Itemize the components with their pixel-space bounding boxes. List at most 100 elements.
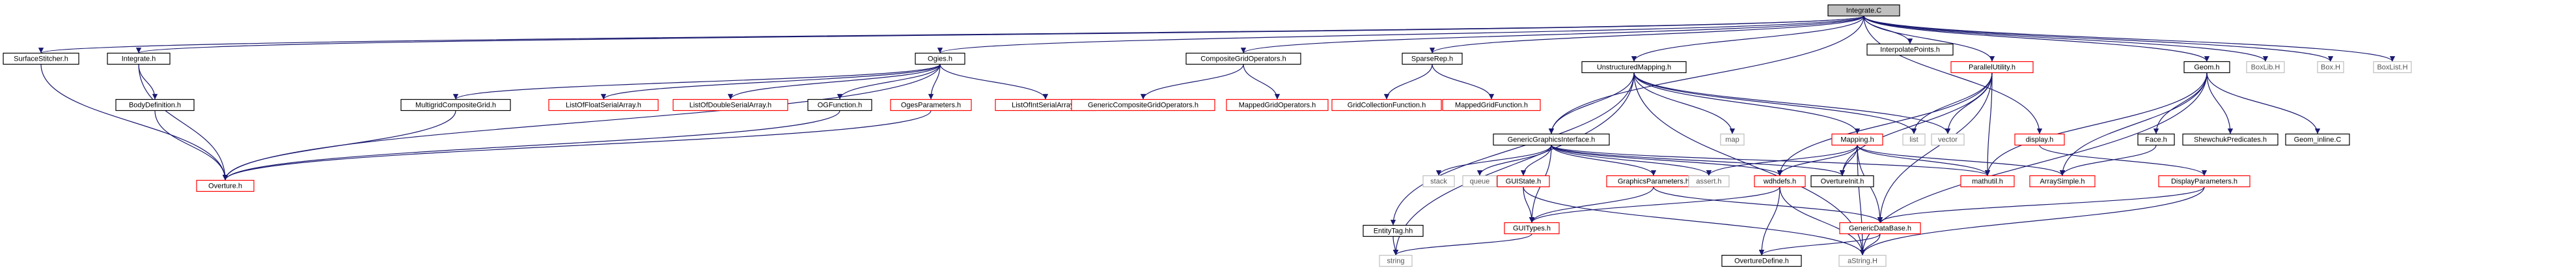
node-mappedgridoperators-h[interactable]: MappedGridOperators.h bbox=[1226, 98, 1329, 112]
node-label: mathutil.h bbox=[1972, 178, 2003, 186]
node-label: OvertureDefine.h bbox=[1734, 258, 1789, 265]
node-box-h[interactable]: Box.H bbox=[2317, 61, 2344, 74]
node-box bbox=[2014, 133, 2065, 146]
node-overturedefine-h[interactable]: OvertureDefine.h bbox=[1721, 254, 1802, 267]
node-genericdatabase-h[interactable]: GenericDataBase.h bbox=[1839, 222, 1921, 235]
node-label: stack bbox=[1430, 178, 1447, 186]
edge-GenericGraphicsInterface.h-to-stack bbox=[1435, 145, 1552, 176]
node-label: SurfaceStitcher.h bbox=[14, 55, 68, 63]
node-multigridcompositegrid-h[interactable]: MultigridCompositeGrid.h bbox=[400, 98, 511, 112]
edge-Integrate.C-to-GenericGraphicsInterface.h bbox=[1548, 16, 1864, 134]
node-mathutil-h[interactable]: mathutil.h bbox=[1960, 175, 2015, 188]
node-label: SparseRep.h bbox=[1411, 55, 1453, 63]
edge-Integrate.C-to-Geom.h bbox=[1863, 16, 2210, 62]
node-genericgraphicsinterface-h[interactable]: GenericGraphicsInterface.h bbox=[1493, 133, 1610, 146]
node-boxlib-h[interactable]: BoxLib.H bbox=[2246, 61, 2285, 74]
node-label: ParallelUtility.h bbox=[1969, 64, 2015, 72]
node-shewchukpredicates-h[interactable]: ShewchukPredicates.h bbox=[2182, 133, 2278, 146]
node-bodydefinition-h[interactable]: BodyDefinition.h bbox=[115, 98, 195, 112]
node-label: GenericDataBase.h bbox=[1849, 225, 1911, 233]
edge-ParallelUtility.h-to-list bbox=[1911, 72, 1993, 134]
node-box bbox=[2182, 133, 2278, 146]
node-label: GenericCompositeGridOperators.h bbox=[1088, 102, 1198, 110]
node-listoffloatserialarray-h[interactable]: ListOfFloatSerialArray.h bbox=[548, 98, 659, 112]
edge-GraphicsParameters.h-to-GUITypes.h bbox=[1529, 186, 1654, 223]
node-stack[interactable]: stack bbox=[1422, 175, 1455, 188]
node-entitytag-hh[interactable]: EntityTag.hh bbox=[1363, 224, 1424, 237]
node-label: MappedGridFunction.h bbox=[1455, 102, 1528, 110]
edge-MultigridCompositeGrid.h-to-Overture.h bbox=[222, 110, 456, 181]
node-geom-h[interactable]: Geom.h bbox=[2183, 61, 2230, 74]
node-graphicsparameters-h[interactable]: GraphicsParameters.h bbox=[1606, 175, 1701, 188]
node-ogfunction-h[interactable]: OGFunction.h bbox=[807, 98, 872, 112]
node-queue[interactable]: queue bbox=[1462, 175, 1497, 188]
node-label: ArraySimple.h bbox=[2040, 178, 2084, 186]
edge-UnstructuredMapping.h-to-GenericGraphicsInterface.h bbox=[1548, 72, 1635, 134]
node-ogesparameters-h[interactable]: OgesParameters.h bbox=[890, 98, 972, 112]
node-box bbox=[1831, 133, 1883, 146]
node-guitypes-h[interactable]: GUITypes.h bbox=[1504, 222, 1560, 235]
edge-DisplayParameters.h-to-GenericDataBase.h bbox=[1877, 186, 2205, 224]
edge-Mapping.h-to-OvertureInit.h bbox=[1839, 145, 1858, 176]
node-label: display.h bbox=[2026, 136, 2054, 144]
edge-Mapping.h-to-mathutil.h bbox=[1857, 145, 1991, 176]
node-gridcollectionfunction-h[interactable]: GridCollectionFunction.h bbox=[1331, 98, 1442, 112]
node-ogies-h[interactable]: Ogies.h bbox=[915, 52, 965, 65]
node-parallelutility-h[interactable]: ParallelUtility.h bbox=[1950, 61, 2034, 74]
edge-BodyDefinition.h-to-Overture.h bbox=[154, 110, 229, 181]
node-geom-inline-c[interactable]: Geom_inline.C bbox=[2285, 133, 2350, 146]
node-interpolatepoints-h[interactable]: InterpolatePoints.h bbox=[1866, 43, 1954, 56]
node-mapping-h[interactable]: Mapping.h bbox=[1831, 133, 1883, 146]
edge-UnstructuredMapping.h-to-EntityTag.hh bbox=[1390, 72, 1635, 226]
node-box bbox=[1838, 254, 1887, 267]
node-boxlist-h[interactable]: BoxList.H bbox=[2373, 61, 2412, 74]
node-box bbox=[1827, 4, 1900, 17]
node-box bbox=[2183, 61, 2230, 74]
node-vector[interactable]: vector bbox=[1931, 133, 1965, 146]
node-box bbox=[2246, 61, 2285, 74]
node-box bbox=[1866, 43, 1954, 56]
node-astring-h[interactable]: aString.H bbox=[1838, 254, 1887, 267]
node-listofdoubleserialarray-h[interactable]: ListOfDoubleSerialArray.h bbox=[672, 98, 788, 112]
node-label: DisplayParameters.h bbox=[2171, 178, 2237, 186]
node-box bbox=[1493, 133, 1610, 146]
edge-Mapping.h-to-assert.h bbox=[1706, 145, 1858, 176]
edge-Geom.h-to-Face.h bbox=[2153, 72, 2208, 134]
node-unstructuredmapping-h[interactable]: UnstructuredMapping.h bbox=[1581, 61, 1687, 74]
node-sparserep-h[interactable]: SparseRep.h bbox=[1402, 52, 1463, 65]
edge-OgesParameters.h-to-Overture.h bbox=[222, 110, 932, 181]
node-wdhdefs-h[interactable]: wdhdefs.h bbox=[1754, 175, 1806, 188]
node-map[interactable]: map bbox=[1720, 133, 1745, 146]
node-label: Mapping.h bbox=[1840, 136, 1874, 144]
node-string[interactable]: string bbox=[1379, 254, 1413, 267]
node-display-h[interactable]: display.h bbox=[2014, 133, 2065, 146]
node-box bbox=[2158, 175, 2251, 188]
edge-Integrate.C-to-BoxLib.H bbox=[1863, 16, 2269, 62]
node-overture-h[interactable]: Overture.h bbox=[196, 179, 255, 192]
node-box bbox=[1071, 98, 1215, 112]
node-compositegridoperators-h[interactable]: CompositeGridOperators.h bbox=[1185, 52, 1301, 65]
node-box bbox=[672, 98, 788, 112]
edge-SparseRep.h-to-MappedGridFunction.h bbox=[1432, 64, 1495, 100]
node-arraysimple-h[interactable]: ArraySimple.h bbox=[2029, 175, 2096, 188]
node-box bbox=[1331, 98, 1442, 112]
edge-display.h-to-DisplayParameters.h bbox=[2039, 145, 2208, 176]
node-face-h[interactable]: Face.h bbox=[2137, 133, 2175, 146]
node-box bbox=[1497, 175, 1550, 188]
node-box bbox=[1379, 254, 1413, 267]
node-genericcompositegridoperators-h[interactable]: GenericCompositeGridOperators.h bbox=[1071, 98, 1215, 112]
node-surfacestitcher-h[interactable]: SurfaceStitcher.h bbox=[3, 52, 79, 65]
node-label: aString.H bbox=[1848, 258, 1877, 265]
edge-DisplayParameters.h-to-aString.H bbox=[1859, 186, 2205, 256]
node-guistate-h[interactable]: GUIState.h bbox=[1497, 175, 1550, 188]
node-box bbox=[1185, 52, 1301, 65]
node-overtureinit-h[interactable]: OvertureInit.h bbox=[1810, 175, 1874, 188]
node-integrate-h[interactable]: Integrate.h bbox=[107, 52, 171, 65]
node-listofintserialarray-h[interactable]: ListOfIntSerialArray.h bbox=[995, 98, 1096, 112]
node-list[interactable]: list bbox=[1902, 133, 1926, 146]
node-mappedgridfunction-h[interactable]: MappedGridFunction.h bbox=[1442, 98, 1541, 112]
edge-Integrate.C-to-BoxList.H bbox=[1863, 16, 2396, 62]
node-integrate-c[interactable]: Integrate.C bbox=[1827, 4, 1900, 17]
node-displayparameters-h[interactable]: DisplayParameters.h bbox=[2158, 175, 2251, 188]
node-assert-h[interactable]: assert.h bbox=[1688, 175, 1730, 188]
